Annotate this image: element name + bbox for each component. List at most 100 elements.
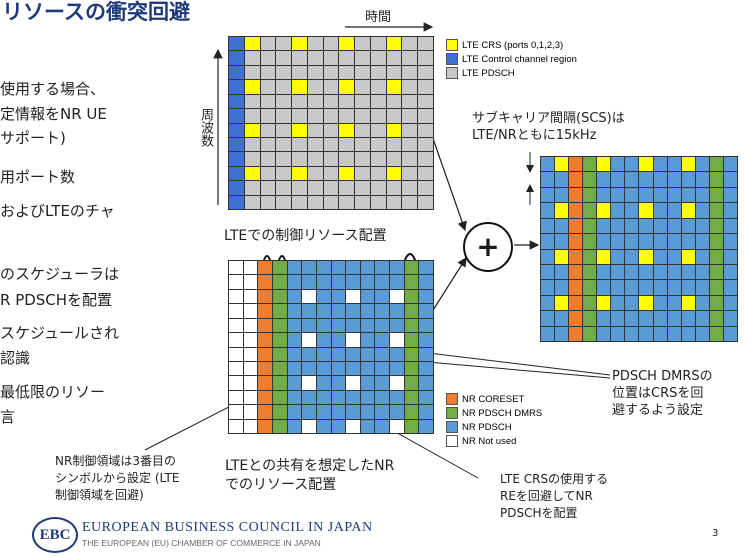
resource-element-cell <box>339 37 355 51</box>
resource-element-cell <box>611 249 625 264</box>
resource-element-cell <box>346 405 360 419</box>
resource-element-cell <box>276 51 292 65</box>
resource-element-cell <box>272 318 287 333</box>
resource-element-cell <box>302 304 316 318</box>
resource-element-cell <box>307 80 323 94</box>
resource-element-cell <box>723 326 737 341</box>
resource-element-cell <box>653 264 667 280</box>
resource-element-cell <box>243 275 258 289</box>
resource-element-cell <box>386 94 402 109</box>
ebc-logo: EBC <box>32 517 78 553</box>
resource-element-cell <box>419 405 433 419</box>
resource-element-cell <box>709 234 723 249</box>
resource-element-cell <box>292 51 307 65</box>
resource-element-cell <box>667 295 681 311</box>
bullet-text: サポート) <box>0 129 66 147</box>
resource-element-cell <box>276 137 292 152</box>
resource-element-cell <box>323 195 339 209</box>
resource-element-cell <box>597 295 611 311</box>
resource-element-cell <box>375 361 390 376</box>
combined-resource-grid <box>540 156 738 342</box>
resource-element-cell <box>386 65 402 80</box>
resource-element-cell <box>625 280 639 295</box>
resource-element-cell <box>386 51 402 65</box>
resource-element-cell <box>258 361 272 376</box>
resource-element-cell <box>244 152 260 166</box>
legend-label: LTE Control channel region <box>462 53 577 65</box>
resource-element-cell <box>583 295 597 311</box>
resource-element-cell <box>402 109 418 123</box>
resource-element-cell <box>276 65 292 80</box>
resource-element-cell <box>419 376 433 390</box>
resource-element-cell <box>597 157 611 172</box>
dmrs-note-line3: 避するよう設定 <box>612 403 704 418</box>
legend-label: NR CORESET <box>462 393 525 405</box>
resource-element-cell <box>302 318 316 333</box>
resource-element-cell <box>375 333 390 347</box>
lte-to-plus-arrow <box>429 129 467 232</box>
resource-element-cell <box>555 249 569 264</box>
resource-element-cell <box>243 318 258 333</box>
resource-element-cell <box>260 152 276 166</box>
resource-element-cell <box>287 405 302 419</box>
resource-element-cell <box>229 390 243 405</box>
resource-element-cell <box>386 152 402 166</box>
nr-control-note-line2: シンボルから設定 (LTE <box>55 471 180 485</box>
resource-element-cell <box>346 304 360 318</box>
resource-element-cell <box>258 405 272 419</box>
resource-element-cell <box>258 261 272 275</box>
resource-element-cell <box>709 311 723 326</box>
resource-element-cell <box>386 123 402 137</box>
crs-note-line1: LTE CRSの使用する <box>500 472 609 486</box>
resource-element-cell <box>709 187 723 203</box>
resource-element-cell <box>316 347 331 361</box>
resource-element-cell <box>375 289 390 304</box>
resource-element-cell <box>302 347 316 361</box>
bullet-text: のスケジューラは <box>0 265 119 283</box>
resource-element-cell <box>339 166 355 181</box>
resource-element-cell <box>339 152 355 166</box>
resource-element-cell <box>555 157 569 172</box>
resource-element-cell <box>541 203 555 218</box>
resource-element-cell <box>302 390 316 405</box>
swatch-nr-coreset <box>446 393 458 405</box>
resource-element-cell <box>370 80 386 94</box>
resource-element-cell <box>402 166 418 181</box>
resource-element-cell <box>276 109 292 123</box>
resource-element-cell <box>597 249 611 264</box>
resource-element-cell <box>272 361 287 376</box>
resource-element-cell <box>583 311 597 326</box>
resource-element-cell <box>597 234 611 249</box>
resource-element-cell <box>307 137 323 152</box>
resource-element-cell <box>419 289 433 304</box>
resource-element-cell <box>681 264 695 280</box>
resource-element-cell <box>419 304 433 318</box>
footer-org-subtitle: THE EUROPEAN (EU) CHAMBER OF COMMERCE IN… <box>82 538 321 548</box>
resource-element-cell <box>583 172 597 187</box>
resource-element-cell <box>541 326 555 341</box>
resource-element-cell <box>418 181 433 195</box>
resource-element-cell <box>302 361 316 376</box>
resource-element-cell <box>653 280 667 295</box>
resource-element-cell <box>375 275 390 289</box>
resource-element-cell <box>292 37 307 51</box>
resource-element-cell <box>569 234 583 249</box>
resource-element-cell <box>258 390 272 405</box>
resource-element-cell <box>323 109 339 123</box>
resource-element-cell <box>331 275 346 289</box>
crs-note-line3: PDSCHを配置 <box>500 506 578 520</box>
resource-element-cell <box>418 109 433 123</box>
resource-element-cell <box>653 172 667 187</box>
resource-element-cell <box>723 264 737 280</box>
resource-element-cell <box>639 234 653 249</box>
resource-element-cell <box>287 376 302 390</box>
resource-element-cell <box>386 166 402 181</box>
resource-element-cell <box>307 51 323 65</box>
resource-element-cell <box>709 218 723 234</box>
resource-element-cell <box>370 137 386 152</box>
bullet-text: スケジュールされ <box>0 324 119 342</box>
resource-element-cell <box>316 275 331 289</box>
resource-element-cell <box>667 326 681 341</box>
resource-element-cell <box>695 203 709 218</box>
resource-element-cell <box>541 157 555 172</box>
